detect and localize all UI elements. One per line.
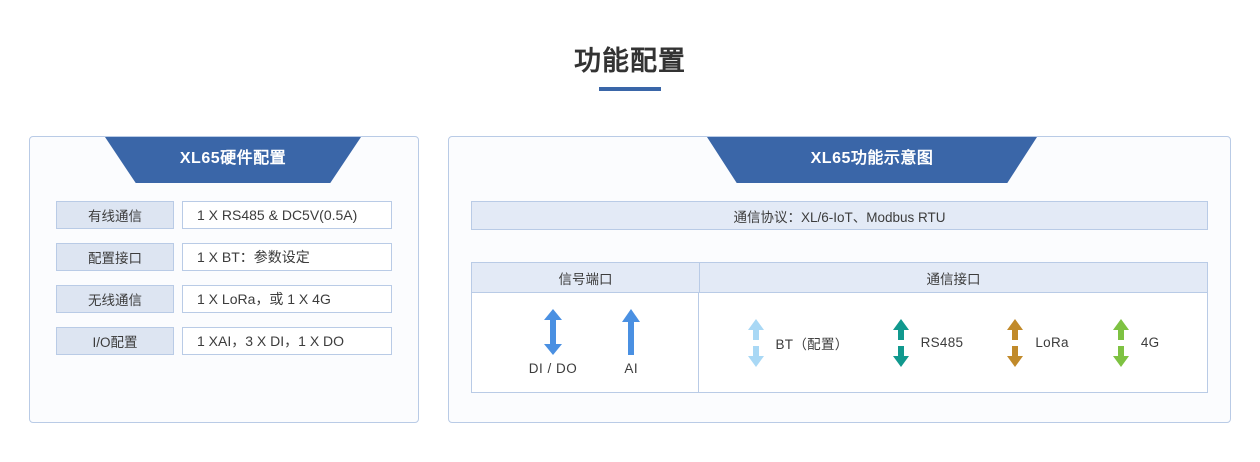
title-underline — [599, 87, 661, 91]
table-row: 无线通信 1 X LoRa，或 1 X 4G — [56, 285, 392, 313]
list-item: BT（配置） — [747, 318, 849, 367]
spec-label: I/O配置 — [56, 327, 174, 355]
list-item: AI — [621, 309, 641, 376]
spec-value: 1 XAI，3 X DI，1 X DO — [182, 327, 392, 355]
io-table: 信号端口 通信接口 DI / DO — [471, 262, 1208, 393]
double-arrow-icon — [892, 318, 910, 367]
protocol-bar: 通信协议：XL/6-IoT、Modbus RTU — [471, 201, 1208, 230]
column-header-signal-port: 信号端口 — [472, 263, 700, 292]
table-row: 配置接口 1 X BT：参数设定 — [56, 243, 392, 271]
signal-item-label: AI — [624, 361, 639, 376]
spec-value: 1 X LoRa，或 1 X 4G — [182, 285, 392, 313]
table-row: 有线通信 1 X RS485 & DC5V(0.5A) — [56, 201, 392, 229]
signal-item-label: DI / DO — [528, 361, 578, 376]
spec-value: 1 X BT：参数设定 — [182, 243, 392, 271]
comm-interface-cell: BT（配置） RS485 — [699, 293, 1207, 392]
comm-item-label: 4G — [1140, 335, 1160, 350]
list-item: LoRa — [1006, 318, 1069, 367]
function-diagram-panel: XL65功能示意图 通信协议：XL/6-IoT、Modbus RTU 信号端口 … — [448, 136, 1231, 423]
spec-label: 配置接口 — [56, 243, 174, 271]
table-row: I/O配置 1 XAI，3 X DI，1 X DO — [56, 327, 392, 355]
comm-item-label: BT（配置） — [775, 336, 849, 352]
double-arrow-icon — [543, 309, 563, 355]
double-arrow-icon — [747, 318, 765, 367]
column-header-comm-interface: 通信接口 — [926, 271, 981, 287]
io-table-body: DI / DO AI — [472, 293, 1207, 392]
comm-item-label: RS485 — [920, 335, 964, 350]
signal-port-cell: DI / DO AI — [472, 293, 699, 392]
list-item: DI / DO — [529, 309, 578, 376]
spec-row-list: 有线通信 1 X RS485 & DC5V(0.5A) 配置接口 1 X BT：… — [56, 201, 392, 355]
function-diagram-banner: XL65功能示意图 — [707, 137, 1037, 183]
list-item: 4G — [1112, 318, 1160, 367]
hardware-config-banner-label: XL65硬件配置 — [179, 150, 287, 167]
comm-item-label: LoRa — [1035, 335, 1069, 350]
list-item: RS485 — [892, 318, 964, 367]
up-arrow-icon — [621, 309, 641, 355]
spec-value: 1 X RS485 & DC5V(0.5A) — [182, 201, 392, 229]
function-diagram-banner-label: XL65功能示意图 — [810, 150, 934, 167]
hardware-config-panel: XL65硬件配置 有线通信 1 X RS485 & DC5V(0.5A) 配置接… — [29, 136, 419, 423]
page-header: 功能配置 — [0, 0, 1260, 91]
hardware-config-banner: XL65硬件配置 — [105, 137, 361, 183]
double-arrow-icon — [1112, 318, 1130, 367]
spec-label: 无线通信 — [56, 285, 174, 313]
double-arrow-icon — [1006, 318, 1024, 367]
io-table-header: 信号端口 通信接口 — [472, 263, 1207, 293]
page-title: 功能配置 — [574, 46, 686, 76]
panels-container: XL65硬件配置 有线通信 1 X RS485 & DC5V(0.5A) 配置接… — [0, 136, 1260, 423]
spec-label: 有线通信 — [56, 201, 174, 229]
